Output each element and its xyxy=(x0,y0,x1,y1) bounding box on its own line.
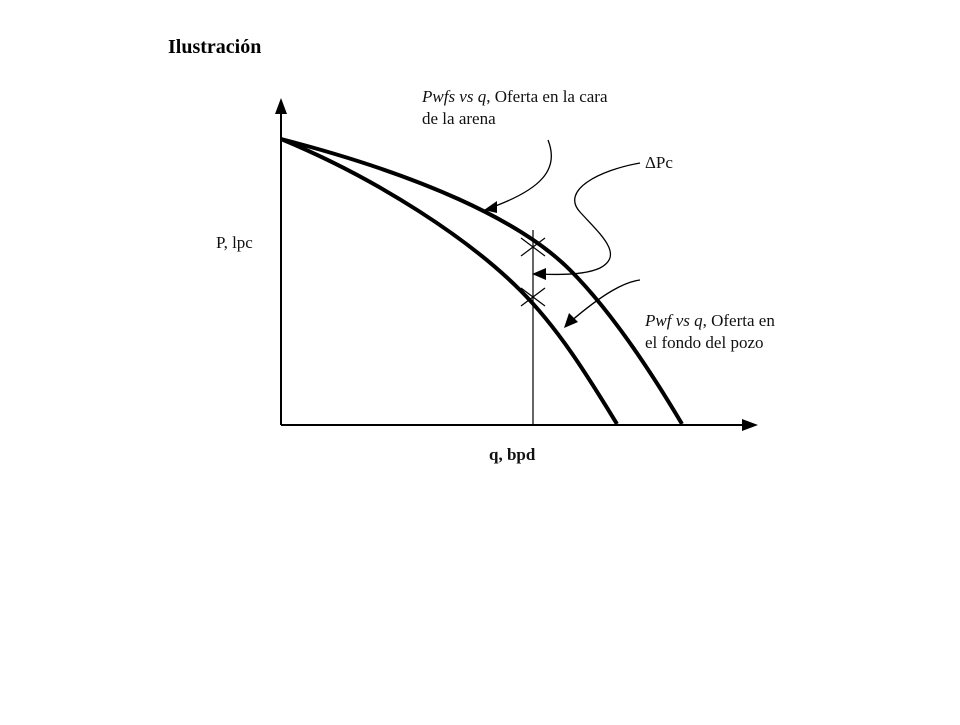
y-axis-arrowhead xyxy=(275,98,287,114)
delta-callout-arrowhead xyxy=(532,268,546,280)
y-axis-label: P, lpc xyxy=(216,233,253,252)
pwfs-annotation-line2: de la arena xyxy=(422,109,496,128)
pwf-curve xyxy=(280,137,619,426)
pwf-annotation-italic: Pwf vs q xyxy=(645,311,703,330)
delta-pc-annotation: ΔPc xyxy=(645,153,673,172)
pwfs-curve xyxy=(280,137,684,426)
pwfs-callout-arrow xyxy=(489,139,553,209)
pwfs-annotation-rest: , Oferta en la cara xyxy=(486,87,608,106)
x-axis-arrowhead xyxy=(742,419,758,431)
pwf-callout-arrow xyxy=(569,279,641,323)
figure-title: Ilustración xyxy=(168,36,262,58)
pwf-annotation-line2: el fondo del pozo xyxy=(645,333,764,352)
x-axis-label: q, bpd xyxy=(489,445,536,464)
upper-intersection-mark xyxy=(520,237,546,257)
pwf-annotation-rest: , Oferta en xyxy=(702,311,775,330)
pwfs-annotation-italic: Pwfs vs q xyxy=(422,87,487,106)
pwfs-callout-arrowhead xyxy=(484,201,497,213)
pwfs-annotation-line1: Pwfs vs q, Oferta en la cara xyxy=(422,86,608,108)
pwf-callout-arrowhead xyxy=(564,313,578,328)
lower-intersection-mark xyxy=(520,287,546,307)
pwf-annotation-line1: Pwf vs q, Oferta en xyxy=(645,310,775,332)
delta-callout-arrow xyxy=(539,162,641,276)
